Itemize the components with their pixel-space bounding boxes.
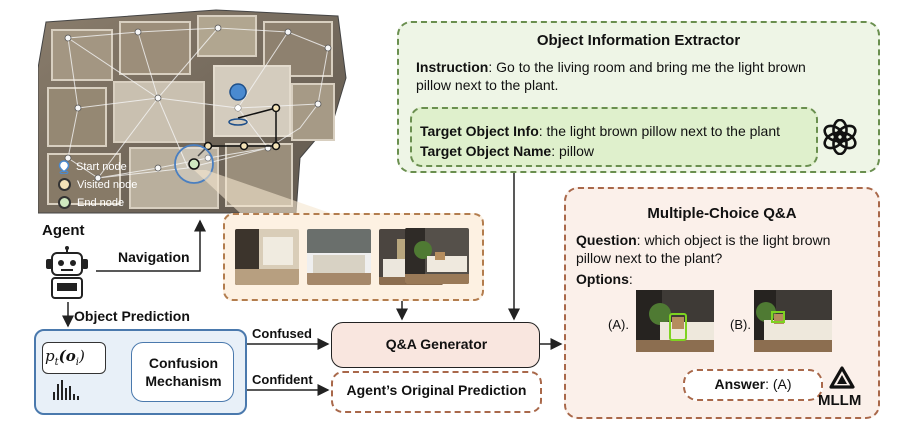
target-object-info: Target Object Info: the light brown pill… bbox=[420, 121, 780, 161]
question-text-line2: pillow next to the plant? bbox=[576, 250, 723, 266]
openai-logo-icon bbox=[823, 119, 857, 155]
target-object-box bbox=[410, 107, 818, 167]
distribution-bars-icon bbox=[53, 380, 79, 400]
answer-label: Answer bbox=[714, 376, 766, 392]
original-prediction-box bbox=[331, 371, 542, 413]
target-info-label: Target Object Info bbox=[420, 123, 539, 139]
confusion-line2: Mechanism bbox=[145, 373, 222, 389]
end-node-icon bbox=[58, 196, 71, 209]
target-info-value: : the light brown pillow next to the pla… bbox=[538, 123, 781, 139]
question-label: Question bbox=[576, 232, 637, 248]
instruction-text-line2: pillow next to the plant. bbox=[416, 77, 559, 93]
target-name-label: Target Object Name bbox=[420, 143, 552, 159]
target-name-value: : pillow bbox=[551, 143, 595, 159]
thumbnail-2 bbox=[307, 229, 371, 285]
answer-value: : (A) bbox=[765, 376, 792, 392]
confusion-mechanism-label: Confusion Mechanism bbox=[131, 354, 236, 390]
legend-end: End node bbox=[58, 196, 124, 209]
object-prediction-label: Object Prediction bbox=[74, 308, 190, 324]
instruction-text-line1: : Go to the living room and bring me the… bbox=[488, 59, 806, 75]
question-text-line1: : which object is the light brown bbox=[636, 232, 831, 248]
qa-question: Question: which object is the light brow… bbox=[576, 231, 872, 267]
start-node-marker bbox=[228, 83, 248, 126]
probability-box bbox=[42, 342, 106, 374]
prob-argument-subscript: i bbox=[75, 357, 79, 368]
legend-end-label: End node bbox=[77, 196, 125, 209]
confident-label: Confident bbox=[252, 372, 313, 387]
prob-subscript: t bbox=[54, 357, 59, 368]
visited-node-icon bbox=[58, 178, 71, 191]
confusion-mechanism bbox=[131, 342, 234, 402]
option-b-label[interactable]: (B). bbox=[730, 317, 751, 332]
options-colon: : bbox=[628, 271, 633, 287]
prob-argument: (o bbox=[58, 347, 76, 365]
options-heading: Options: bbox=[576, 271, 633, 287]
qa-generator bbox=[331, 322, 540, 368]
mllm-label: MLLM bbox=[818, 392, 862, 409]
original-prediction-label: Agent’s Original Prediction bbox=[346, 382, 527, 398]
agent-label: Agent bbox=[42, 222, 85, 239]
instruction-label: Instruction bbox=[416, 59, 489, 75]
option-a-label[interactable]: (A). bbox=[608, 317, 629, 332]
confused-label: Confused bbox=[252, 326, 312, 341]
option-a-image[interactable] bbox=[636, 290, 714, 352]
answer-text: Answer: (A) bbox=[683, 376, 823, 392]
thumbnail-1 bbox=[235, 229, 299, 285]
confusion-line1: Confusion bbox=[148, 355, 219, 371]
prob-symbol: p bbox=[45, 347, 55, 365]
prob-close: ) bbox=[78, 347, 85, 365]
mllm-logo-icon bbox=[829, 366, 855, 389]
robot-icon bbox=[46, 246, 88, 299]
legend-visited-label: Visited node bbox=[77, 178, 138, 191]
start-pin-icon bbox=[58, 160, 70, 174]
option-b-image[interactable] bbox=[754, 290, 832, 352]
answer-box bbox=[683, 369, 823, 401]
legend-start-label: Start node bbox=[76, 161, 127, 173]
legend-start: Start node bbox=[58, 160, 127, 174]
probability-formula: pt(oi) bbox=[45, 347, 85, 368]
qa-generator-label: Q&A Generator bbox=[385, 336, 488, 352]
extractor-title: Object Information Extractor bbox=[536, 32, 741, 49]
thumbnail-4 bbox=[405, 228, 469, 284]
legend-visited: Visited node bbox=[58, 178, 137, 191]
options-label: Options bbox=[576, 271, 629, 287]
qa-title: Multiple-Choice Q&A bbox=[647, 205, 797, 222]
extractor-instruction: Instruction: Go to the living room and b… bbox=[416, 58, 866, 94]
navigation-label: Navigation bbox=[118, 249, 190, 265]
